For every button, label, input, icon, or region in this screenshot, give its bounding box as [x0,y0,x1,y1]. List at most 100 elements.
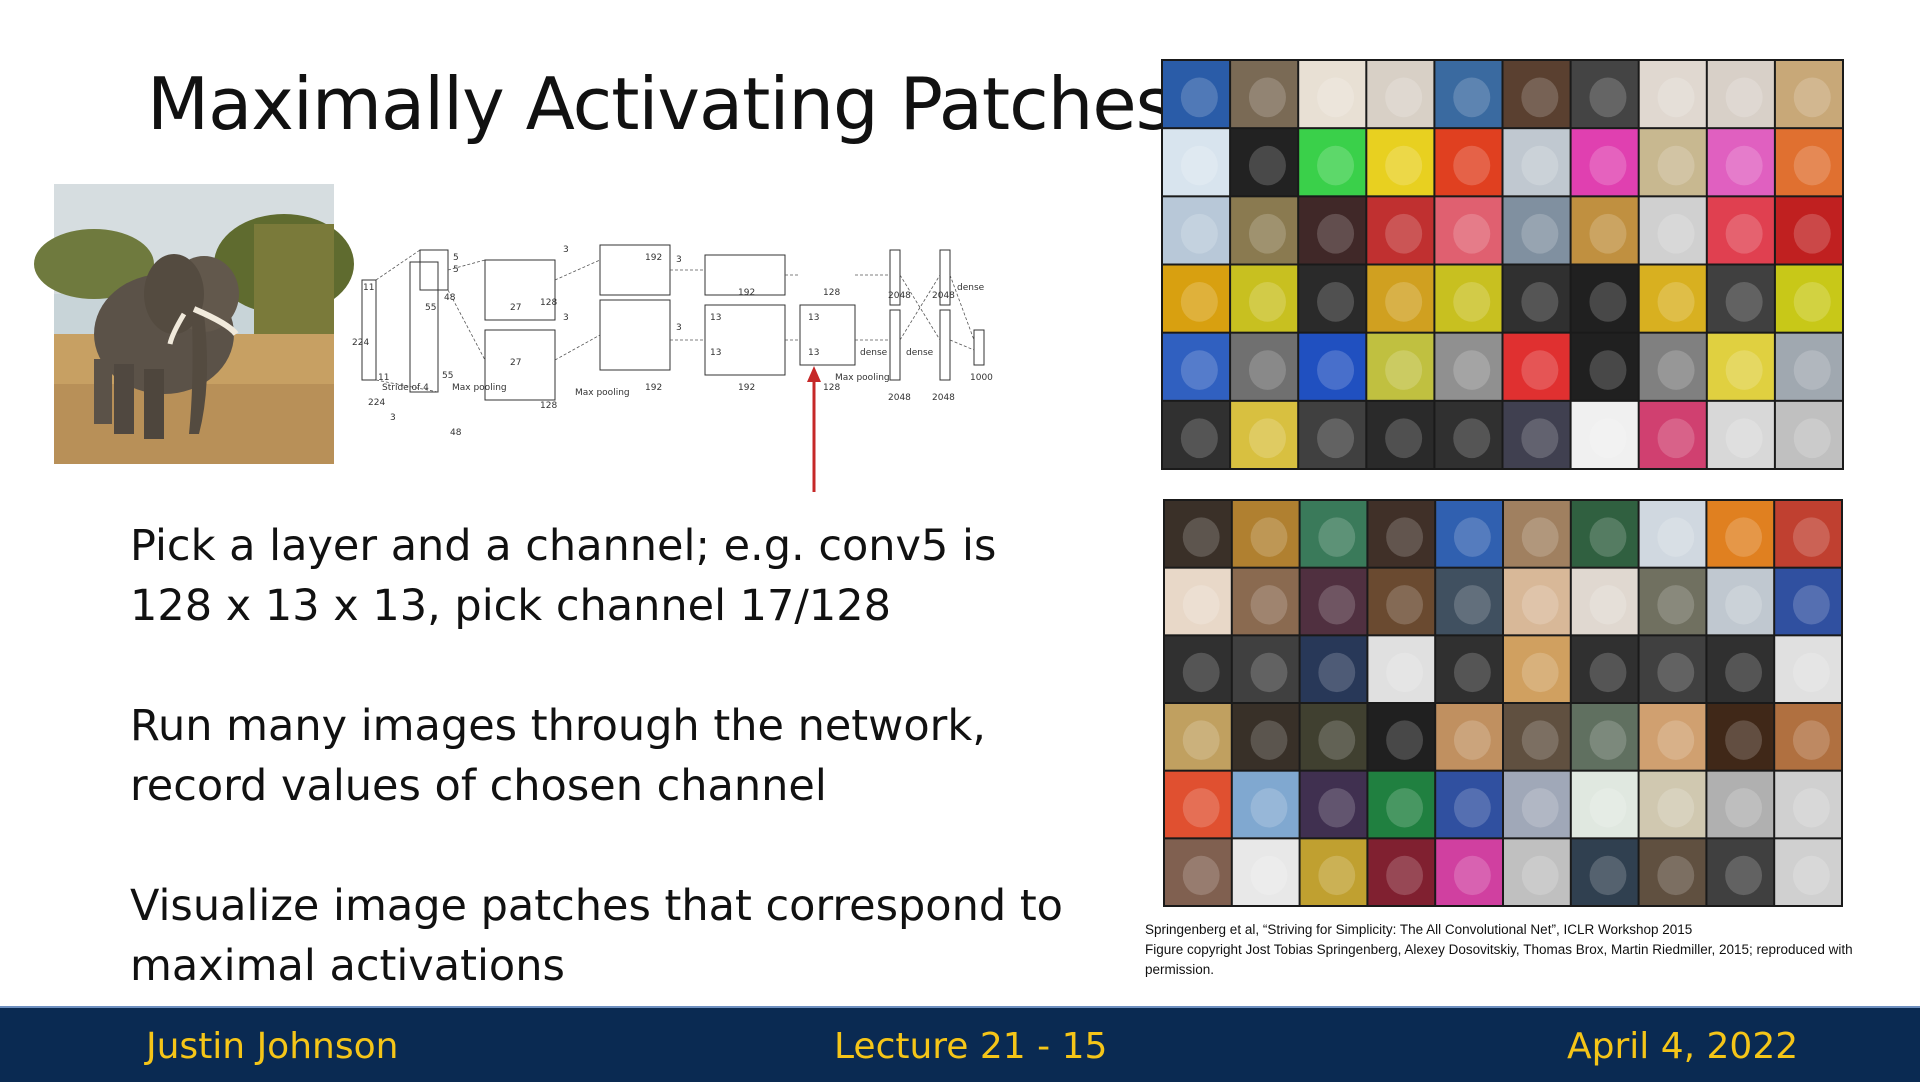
patch-tile [1639,265,1706,332]
patch-tile [1775,501,1841,567]
dim-192-d: 192 [738,383,755,393]
patch-tile [1707,61,1774,128]
patch-tile [1571,401,1638,468]
patch-tile [1163,129,1230,196]
patch-tile [1300,501,1367,567]
patch-tile [1503,265,1570,332]
dim-192-a: 192 [645,253,662,263]
patch-tile [1571,839,1638,905]
patch-tile [1165,636,1231,702]
footer-date: April 4, 2022 [1567,1026,1799,1067]
dense-label-3: dense [957,283,985,293]
patch-tile [1571,704,1638,770]
patch-tile [1436,501,1502,567]
patch-tile [1571,333,1638,400]
dense-label-2: dense [906,348,934,358]
patch-tile [1165,839,1231,905]
patch-tile [1436,771,1502,838]
patch-tile [1368,568,1435,635]
patch-tile [1707,401,1774,468]
dim-128-a: 128 [540,298,557,308]
dim-3-a: 3 [563,245,569,255]
patch-tile [1165,704,1231,770]
patch-tile [1639,129,1706,196]
patch-tile [1367,61,1434,128]
patch-tile [1503,61,1570,128]
dim-55-b: 55 [442,371,453,381]
patch-tile [1775,568,1841,635]
dim-2048-a: 2048 [888,291,911,301]
patch-tile [1231,333,1298,400]
patch-tile [1435,61,1502,128]
patch-tile [1299,265,1366,332]
patch-tile [1775,636,1841,702]
citation-line-2: Figure copyright Jost Tobias Springenber… [1145,942,1853,977]
patch-tile [1368,839,1435,905]
patch-tile [1707,771,1774,838]
patch-tile [1232,568,1299,635]
patch-tile [1571,197,1638,264]
dim-27-a: 27 [510,303,521,313]
patch-tile [1775,839,1841,905]
patch-tile [1639,568,1706,635]
dim-13-d: 13 [710,348,721,358]
patch-tile [1165,501,1231,567]
patch-tile [1707,839,1774,905]
patch-tile [1231,129,1298,196]
patch-tile [1436,568,1502,635]
patch-tile [1300,839,1367,905]
patch-tile [1504,704,1570,770]
patch-tile [1299,129,1366,196]
patch-tile [1571,771,1638,838]
patch-tile [1300,568,1367,635]
patch-tile [1707,501,1774,567]
patch-tile [1232,501,1299,567]
footer-bar: Justin Johnson Lecture 21 - 15 April 4, … [0,1006,1920,1082]
dim-3: 3 [390,413,396,423]
dim-128-d: 128 [823,383,840,393]
stride-label: Stride of 4 [382,383,429,393]
dim-3-c: 3 [676,255,682,265]
dim-27-b: 27 [510,358,521,368]
patch-tile [1165,568,1231,635]
patch-tile [1232,771,1299,838]
patch-tile [1231,265,1298,332]
patch-tile [1367,197,1434,264]
patch-tile [1368,704,1435,770]
patch-tile [1435,129,1502,196]
patch-tile [1300,636,1367,702]
patch-tile [1163,265,1230,332]
dim-2048-c: 2048 [932,291,955,301]
patch-tile [1571,129,1638,196]
patch-tile [1232,704,1299,770]
patch-tile [1231,401,1298,468]
patch-tile [1503,197,1570,264]
dim-3-b: 3 [563,313,569,323]
dim-13-b: 13 [808,348,819,358]
patch-tile [1775,771,1841,838]
patch-tile [1707,704,1774,770]
patch-tile [1436,636,1502,702]
patch-tile [1368,636,1435,702]
patch-tile [1163,333,1230,400]
patch-tile [1571,265,1638,332]
patch-tile [1504,568,1570,635]
patch-tile [1503,333,1570,400]
dim-13-a: 13 [808,313,819,323]
patch-tile [1435,401,1502,468]
dim-128-c: 128 [823,288,840,298]
patch-tile [1504,501,1570,567]
patch-tile [1504,839,1570,905]
patch-tile [1571,568,1638,635]
patch-tile [1775,61,1842,128]
dim-13-c: 13 [710,313,721,323]
patch-tile [1707,333,1774,400]
dim-128-b: 128 [540,401,557,411]
dim-11-b: 11 [378,373,389,383]
dim-5-a: 5 [453,253,459,263]
patch-tile [1707,129,1774,196]
patch-tile [1639,704,1706,770]
maxpool-label-1: Max pooling [452,383,507,393]
patch-tile [1231,61,1298,128]
